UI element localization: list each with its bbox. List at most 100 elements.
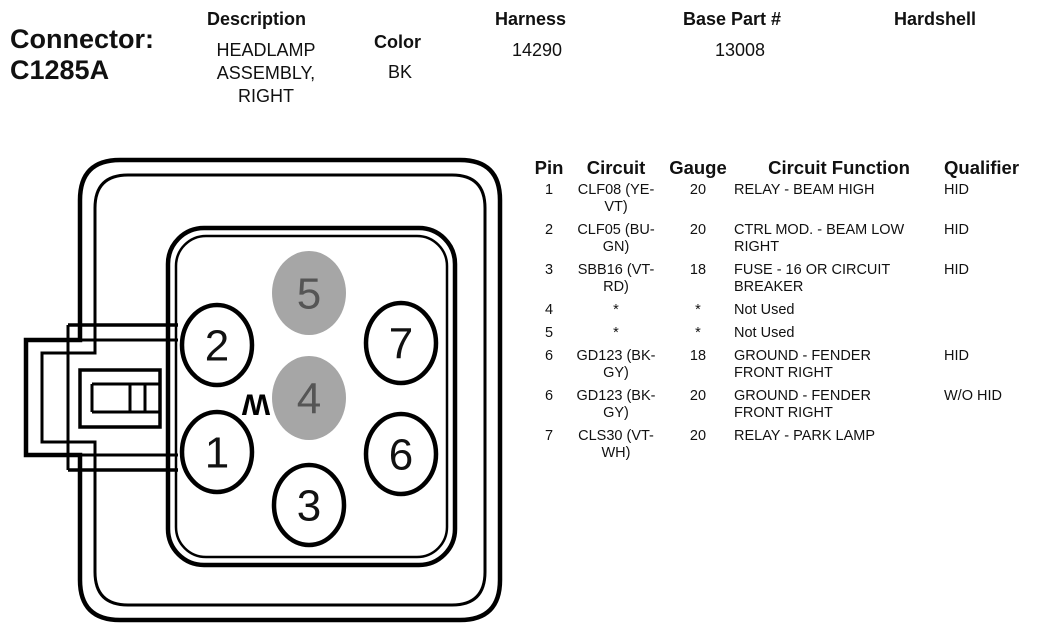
- pin-cell-line: 7: [544, 428, 554, 444]
- qualifier-cell-line: HID: [944, 222, 969, 238]
- gauge-cell: 20: [662, 388, 734, 428]
- pin-table: Pin Circuit Gauge Circuit Function Quali…: [528, 155, 1039, 468]
- qualifier-cell-line: HID: [944, 182, 969, 198]
- table-header-row: Pin Circuit Gauge Circuit Function Quali…: [528, 155, 1039, 182]
- pin-cavity-1: [179, 409, 255, 495]
- function-cell: Not Used: [734, 302, 944, 325]
- housing-outer: [23, 157, 503, 623]
- pin-cavity-3: [271, 462, 347, 548]
- circuit-cell: CLF08 (YE-VT): [570, 182, 662, 222]
- pin-cell: 1: [528, 182, 570, 222]
- qualifier-cell: HID: [944, 348, 1039, 388]
- qualifier-cell: W/O HID: [944, 388, 1039, 428]
- function-cell-line: GROUND - FENDER: [734, 388, 871, 404]
- table-row: 7 CLS30 (VT-WH) 20 RELAY - PARK LAMP: [528, 428, 1039, 468]
- function-cell-line: GROUND - FENDER: [734, 348, 871, 364]
- circuit-cell-line: GD123 (BK-: [576, 348, 656, 364]
- circuit-cell: SBB16 (VT-RD): [570, 262, 662, 302]
- pin-cell-line: 2: [544, 222, 554, 238]
- key-mark: W: [241, 388, 270, 421]
- gauge-cell-line: *: [695, 302, 701, 318]
- gauge-cell: 20: [662, 182, 734, 222]
- pin-cavity-4: [272, 356, 346, 440]
- function-cell: Not Used: [734, 325, 944, 348]
- column-header-circuit: Circuit: [586, 157, 646, 178]
- pin-cell: 4: [528, 302, 570, 325]
- gauge-cell-line: 20: [689, 428, 707, 444]
- gauge-cell: *: [662, 302, 734, 325]
- qualifier-cell-line: HID: [944, 348, 969, 364]
- function-cell-line: FRONT RIGHT: [734, 405, 833, 421]
- circuit-cell-line: *: [613, 302, 619, 318]
- function-cell: RELAY - BEAM HIGH: [734, 182, 944, 222]
- pin-label-6: 6: [389, 431, 413, 480]
- gauge-cell: *: [662, 325, 734, 348]
- color-label: Color: [374, 32, 421, 52]
- circuit-cell-line: CLS30 (VT-: [578, 428, 654, 444]
- pin-label-5: 5: [297, 270, 321, 319]
- gauge-cell-line: 20: [689, 182, 707, 198]
- pin-cell-line: 1: [544, 182, 554, 198]
- color-value: BK: [387, 62, 412, 82]
- function-cell-line: Not Used: [734, 302, 795, 318]
- gauge-cell: 18: [662, 262, 734, 302]
- pin-label-4: 4: [297, 375, 321, 424]
- circuit-cell: *: [570, 325, 662, 348]
- latch-tongue: [78, 368, 162, 429]
- harness-label: Harness: [495, 9, 567, 29]
- base-part-label: Base Part #: [683, 9, 782, 29]
- qualifier-cell: HID: [944, 182, 1039, 222]
- function-cell-line: RELAY - PARK LAMP: [734, 428, 876, 444]
- pin-cell-line: 4: [544, 302, 554, 318]
- gauge-cell: 18: [662, 348, 734, 388]
- circuit-cell-line: SBB16 (VT-: [577, 262, 655, 278]
- column-header-pin: Pin: [534, 157, 564, 178]
- pin-cell-line: 3: [544, 262, 554, 278]
- circuit-cell: CLS30 (VT-WH): [570, 428, 662, 468]
- connector-id: C1285A: [10, 55, 110, 85]
- pin-cell: 6: [528, 348, 570, 388]
- description-line: HEADLAMP: [216, 40, 316, 60]
- circuit-cell-line: GY): [603, 365, 629, 381]
- qualifier-cell: HID: [944, 262, 1039, 302]
- circuit-cell-line: GY): [603, 405, 629, 421]
- gauge-cell: 20: [662, 428, 734, 468]
- qualifier-cell-line: W/O HID: [944, 388, 1002, 404]
- column-header-qualifier: Qualifier: [944, 157, 1020, 178]
- pin-cavity-2: [179, 302, 255, 388]
- function-cell-line: FRONT RIGHT: [734, 365, 833, 381]
- function-cell-line: Not Used: [734, 325, 795, 341]
- function-cell: RELAY - PARK LAMP: [734, 428, 944, 468]
- qualifier-cell-line: HID: [944, 262, 969, 278]
- function-cell-line: FUSE - 16 OR CIRCUIT: [734, 262, 891, 278]
- pin-cavity-6: [363, 411, 439, 497]
- circuit-cell-line: *: [613, 325, 619, 341]
- pin-cell: 7: [528, 428, 570, 468]
- description-value: HEADLAMP ASSEMBLY, RIGHT: [196, 39, 336, 108]
- pin-cavity-5: [272, 251, 346, 335]
- latch-rail: [68, 323, 178, 472]
- pin-label-2: 2: [205, 322, 229, 371]
- pin-cavity-7: [363, 300, 439, 386]
- description-line: ASSEMBLY,: [216, 63, 316, 83]
- pin-label-1: 1: [205, 429, 229, 478]
- gauge-cell-line: *: [695, 325, 701, 341]
- gauge-cell-line: 20: [689, 222, 707, 238]
- pin-cell: 2: [528, 222, 570, 262]
- circuit-cell-line: CLF05 (BU-: [577, 222, 655, 238]
- circuit-cell: CLF05 (BU-GN): [570, 222, 662, 262]
- pin-cell-line: 5: [544, 325, 554, 341]
- table-row: 5 * * Not Used: [528, 325, 1039, 348]
- housing-inner-outline: [40, 173, 487, 607]
- description-label: Description: [207, 9, 307, 29]
- pin-label-3: 3: [297, 482, 321, 531]
